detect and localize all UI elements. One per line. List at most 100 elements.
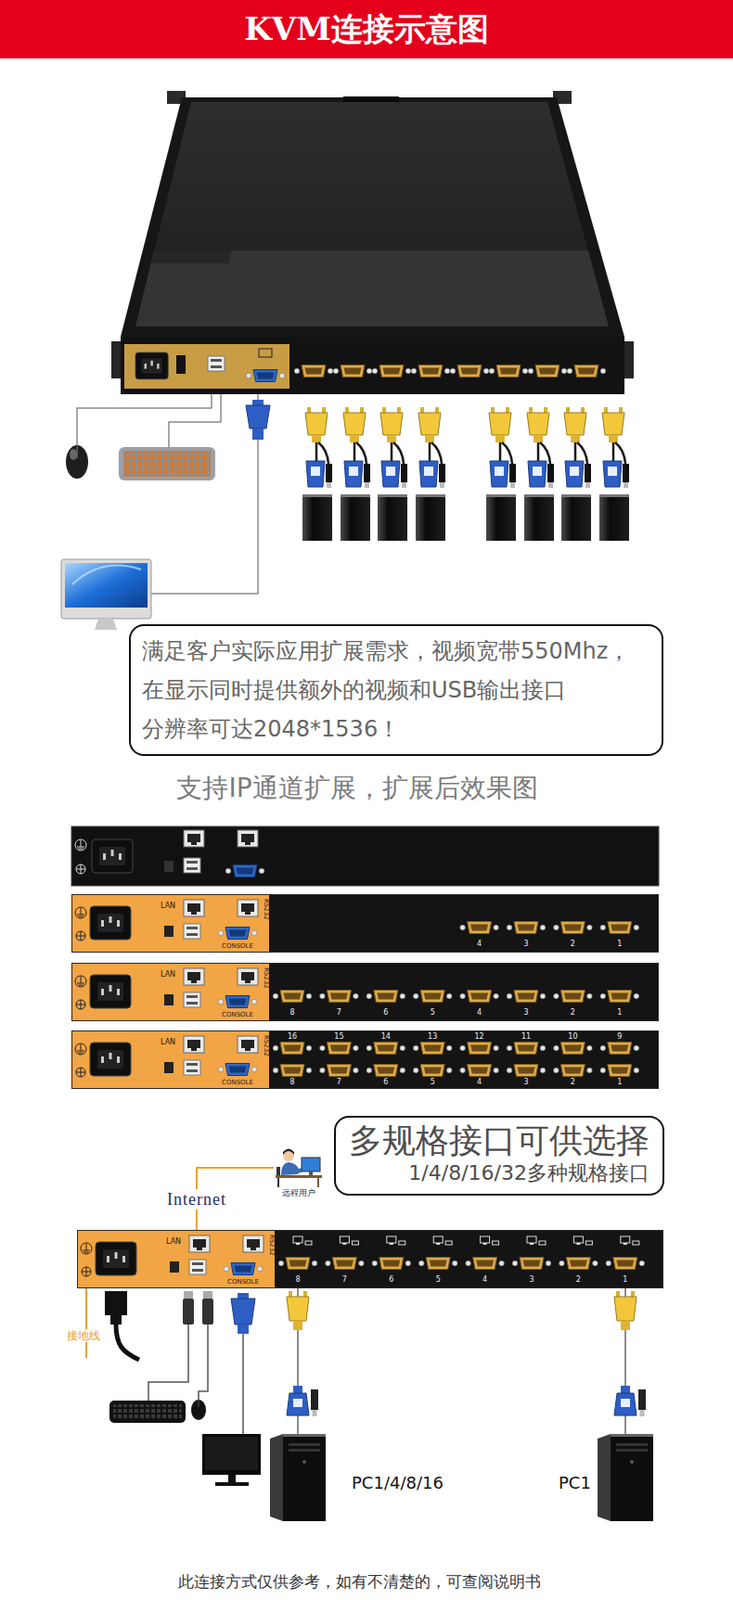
usb-cable xyxy=(198,1324,208,1401)
panel-shape xyxy=(77,1231,664,1289)
port-name: LAN xyxy=(160,1038,176,1047)
panel-shape xyxy=(223,1263,263,1276)
kvm-console xyxy=(488,365,528,378)
monitor-icon xyxy=(205,1437,258,1471)
vga-cable xyxy=(237,1293,249,1299)
usb-cable xyxy=(202,1298,214,1325)
user-icon xyxy=(277,1178,280,1188)
caption: 此连接方式仅供参考，如有不清楚的，可查阅说明书 xyxy=(178,1572,541,1592)
panel-shape xyxy=(90,906,131,940)
caption-holder: 此连接方式仅供参考，如有不清楚的，可查阅说明书 xyxy=(0,1572,719,1593)
pc-icon xyxy=(288,1449,321,1453)
kvm-console xyxy=(258,348,272,358)
remote-user: 远程用户 xyxy=(273,1146,324,1199)
rear-panel xyxy=(77,840,85,849)
kvm-cable xyxy=(302,407,630,541)
port-number: 7 xyxy=(342,1275,348,1285)
vga-cable xyxy=(237,1324,249,1335)
kvm-console xyxy=(135,102,609,327)
kvm-console xyxy=(135,352,168,380)
cable-plugs xyxy=(286,1386,319,1417)
port-number: 1 xyxy=(617,1078,622,1087)
mouse-icon xyxy=(191,1400,206,1421)
port-number: 10 xyxy=(567,1032,578,1042)
kvm-console xyxy=(124,344,290,389)
pc-icon xyxy=(630,1460,634,1465)
keyboard-icon xyxy=(109,1401,186,1424)
rear-panel: LANRS232CONSOLE87654321 xyxy=(77,1230,664,1289)
port-number: 8 xyxy=(289,1008,295,1017)
user-icon xyxy=(317,1178,320,1188)
usb-cable xyxy=(148,1291,214,1402)
panel-shape xyxy=(600,990,640,1004)
vga-plug xyxy=(252,428,264,440)
vga-plug xyxy=(245,399,271,440)
port-number: 16 xyxy=(287,1032,297,1042)
panel-shape xyxy=(272,1042,312,1055)
panel-shape xyxy=(605,1258,645,1271)
wire-label: 接地线 xyxy=(64,1329,103,1343)
panel-shape xyxy=(506,990,546,1004)
port-number: 3 xyxy=(523,939,528,949)
panel-shape xyxy=(183,968,205,986)
panel-shape xyxy=(465,1258,505,1271)
peripheral-wire xyxy=(168,394,221,448)
kvm-cable xyxy=(415,407,446,541)
kvm-console xyxy=(207,356,225,372)
port-number: 14 xyxy=(381,1032,391,1042)
pc-tower: PC1 xyxy=(558,1434,654,1522)
kvm-cable xyxy=(599,407,630,541)
feature-callout: 满足客户实际应用扩展需求，视频宽带550Mhz， 在显示同时提供额外的视频和US… xyxy=(128,624,664,757)
callout-heading: 多规格接口可供选择 xyxy=(348,1121,650,1160)
panel-shape xyxy=(71,894,659,953)
cable-plugs xyxy=(286,1291,309,1331)
user-icon xyxy=(281,1162,303,1176)
panel-shape xyxy=(573,1236,583,1244)
panel-shape xyxy=(480,1236,490,1244)
user-icon xyxy=(308,1171,313,1176)
panel-shape xyxy=(71,1030,270,1090)
panel-shape xyxy=(218,1064,258,1077)
panel-shape xyxy=(366,1065,406,1078)
port-number: 7 xyxy=(336,1008,342,1017)
panel-shape xyxy=(351,1241,359,1246)
port-number: 2 xyxy=(576,1275,581,1285)
kvm-cable xyxy=(486,407,516,541)
panel-shape xyxy=(76,1067,86,1078)
user-label: 远程用户 xyxy=(282,1188,316,1199)
panel-shape xyxy=(506,1065,546,1078)
panel-shape xyxy=(80,1243,92,1255)
panel-shape xyxy=(72,964,659,1022)
panel-shape xyxy=(320,990,360,1004)
panel-shape xyxy=(183,924,201,939)
kvm-console xyxy=(343,96,399,103)
usb-cable xyxy=(183,1291,193,1299)
port-number: 6 xyxy=(383,1078,388,1087)
rear-panel xyxy=(75,839,87,851)
port-number: 3 xyxy=(523,1078,528,1087)
kvm-console xyxy=(411,365,451,378)
peripheral-wire xyxy=(77,394,212,446)
pc-icon xyxy=(282,1434,326,1522)
port-name: LAN xyxy=(166,1237,181,1247)
port-number: 11 xyxy=(521,1032,531,1042)
panel-shape xyxy=(412,1042,452,1055)
panel-shape xyxy=(71,894,270,953)
title-band: KVM连接示意图 xyxy=(0,0,733,59)
panel-shape xyxy=(82,1244,91,1253)
panel-shape xyxy=(183,1036,205,1054)
panel-shape xyxy=(460,1042,500,1055)
pc-icon xyxy=(616,1449,648,1453)
panel-shape xyxy=(77,908,85,917)
panel-shape xyxy=(492,1241,500,1246)
panel-shape xyxy=(76,931,86,941)
pc-icon xyxy=(610,1434,654,1522)
vga-plug xyxy=(252,399,264,406)
port-number: 15 xyxy=(334,1032,344,1042)
kvm-cable xyxy=(377,407,408,541)
panel-shape xyxy=(295,1243,300,1246)
usb-cable xyxy=(203,1291,213,1299)
port-number: 6 xyxy=(383,1008,388,1017)
panel-shape xyxy=(418,1258,458,1271)
ground-wire xyxy=(86,1288,88,1359)
